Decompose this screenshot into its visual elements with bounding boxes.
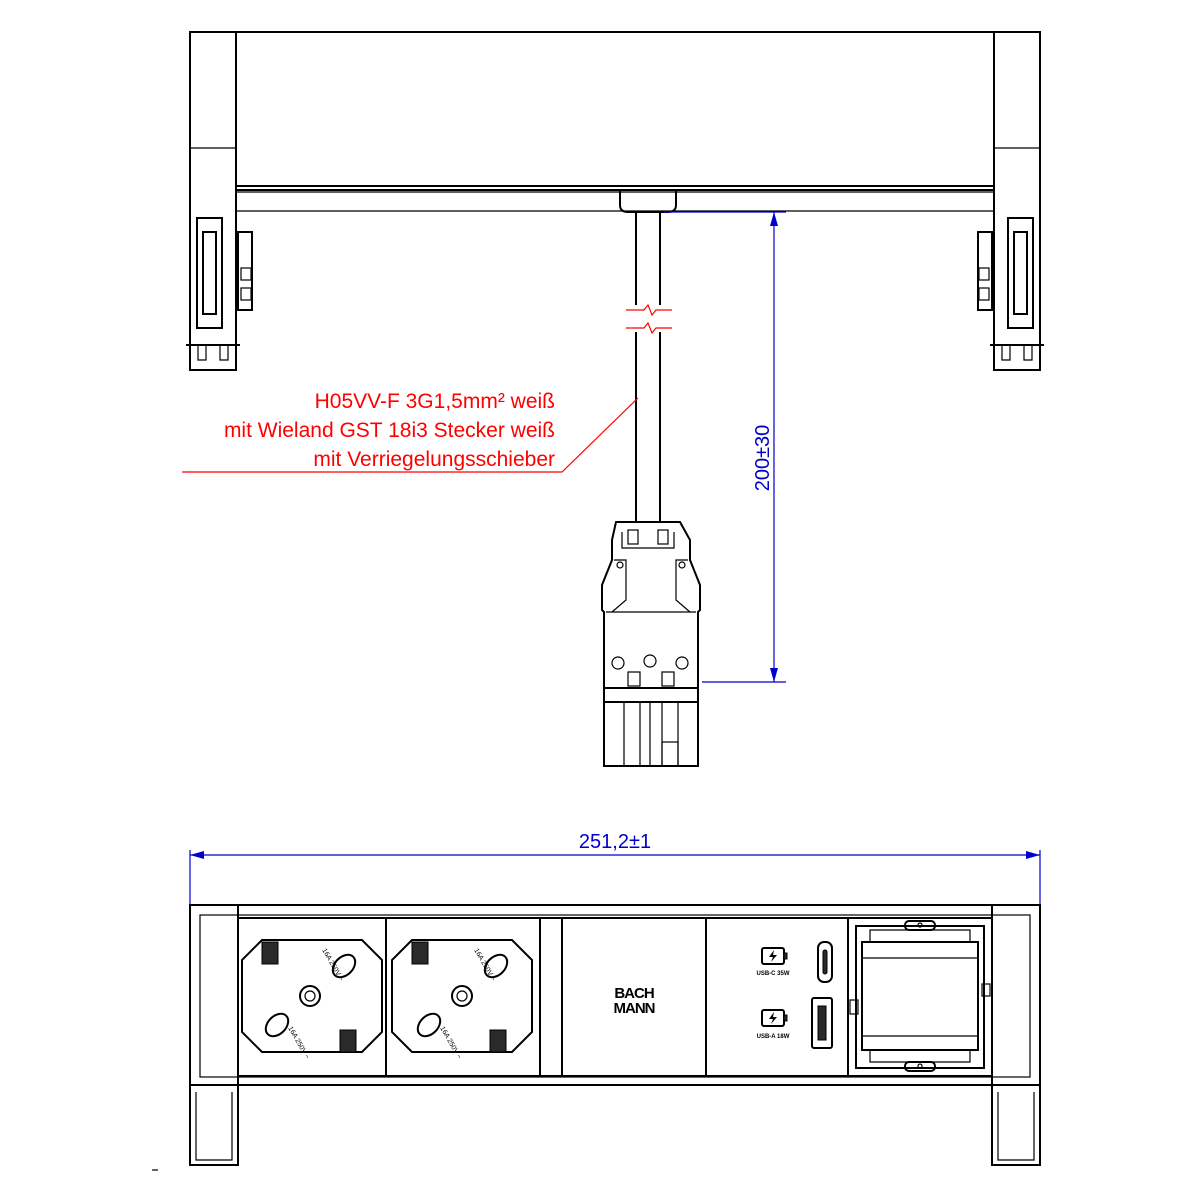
- cable-annotation-line3: mit Verriegelungsschieber: [313, 448, 555, 471]
- unit-body: [235, 31, 995, 191]
- socket-2-rating-bottom: 16A 250V ~: [438, 1026, 462, 1061]
- socket-1-rating-bottom: 16A 250V ~: [286, 1026, 310, 1061]
- front-view-unit: 251,2±1 16A 250V ~ 16A 250V ~: [189, 831, 1041, 1166]
- socket-1-rating-top: 16A 250V ~: [320, 948, 344, 983]
- earth-clip-bottom: [339, 1029, 357, 1053]
- brand-logo-line1: BACH: [614, 985, 653, 1002]
- earth-clip-top: [261, 941, 279, 965]
- cable-gland: [619, 189, 677, 213]
- dimension-total-width: 251,2±1: [189, 831, 1041, 905]
- brand-logo-line2: MANN: [614, 1000, 655, 1017]
- usb-c-port: [817, 941, 833, 983]
- socket-2-rating-top: 16A 250V ~: [472, 948, 496, 983]
- bachmann-logo-module: BACH MANN: [561, 917, 707, 1077]
- usb-c-label: USB-C 35W: [756, 971, 789, 977]
- wieland-connector: [601, 521, 701, 767]
- right-end-cap: [991, 904, 1041, 1086]
- left-clamp: [186, 31, 253, 371]
- usb-a-label: USB-A 18W: [757, 1034, 790, 1040]
- cable-annotation-line1: H05VV-F 3G1,5mm² weiß: [315, 390, 555, 413]
- cable-annotation: H05VV-F 3G1,5mm² weiß mit Wieland GST 18…: [182, 390, 639, 473]
- cable: [626, 212, 672, 522]
- earth-clip-bottom: [489, 1029, 507, 1053]
- top-view-unit: 200±30 H05VV-F 3G1,5mm² weiß mit Wieland…: [182, 31, 1044, 767]
- dimension-cable-length: 200±30: [664, 211, 786, 683]
- schuko-socket-1: 16A 250V ~ 16A 250V ~: [237, 917, 387, 1077]
- usb-a-port: [811, 997, 833, 1049]
- earth-clip-top: [411, 941, 429, 965]
- usb-charger-module: USB-C 35W USB-A 18W: [705, 917, 849, 1077]
- left-end-cap: [189, 904, 239, 1086]
- divider-strip: [539, 917, 563, 1077]
- dimension-cable-length-label: 200±30: [752, 425, 774, 492]
- right-clamp: [977, 31, 1044, 371]
- schuko-socket-2: 16A 250V ~ 16A 250V ~: [385, 917, 541, 1077]
- cable-annotation-line2: mit Wieland GST 18i3 Stecker weiß: [224, 419, 555, 442]
- dimension-total-width-label: 251,2±1: [579, 831, 651, 853]
- empty-data-module: [847, 917, 993, 1077]
